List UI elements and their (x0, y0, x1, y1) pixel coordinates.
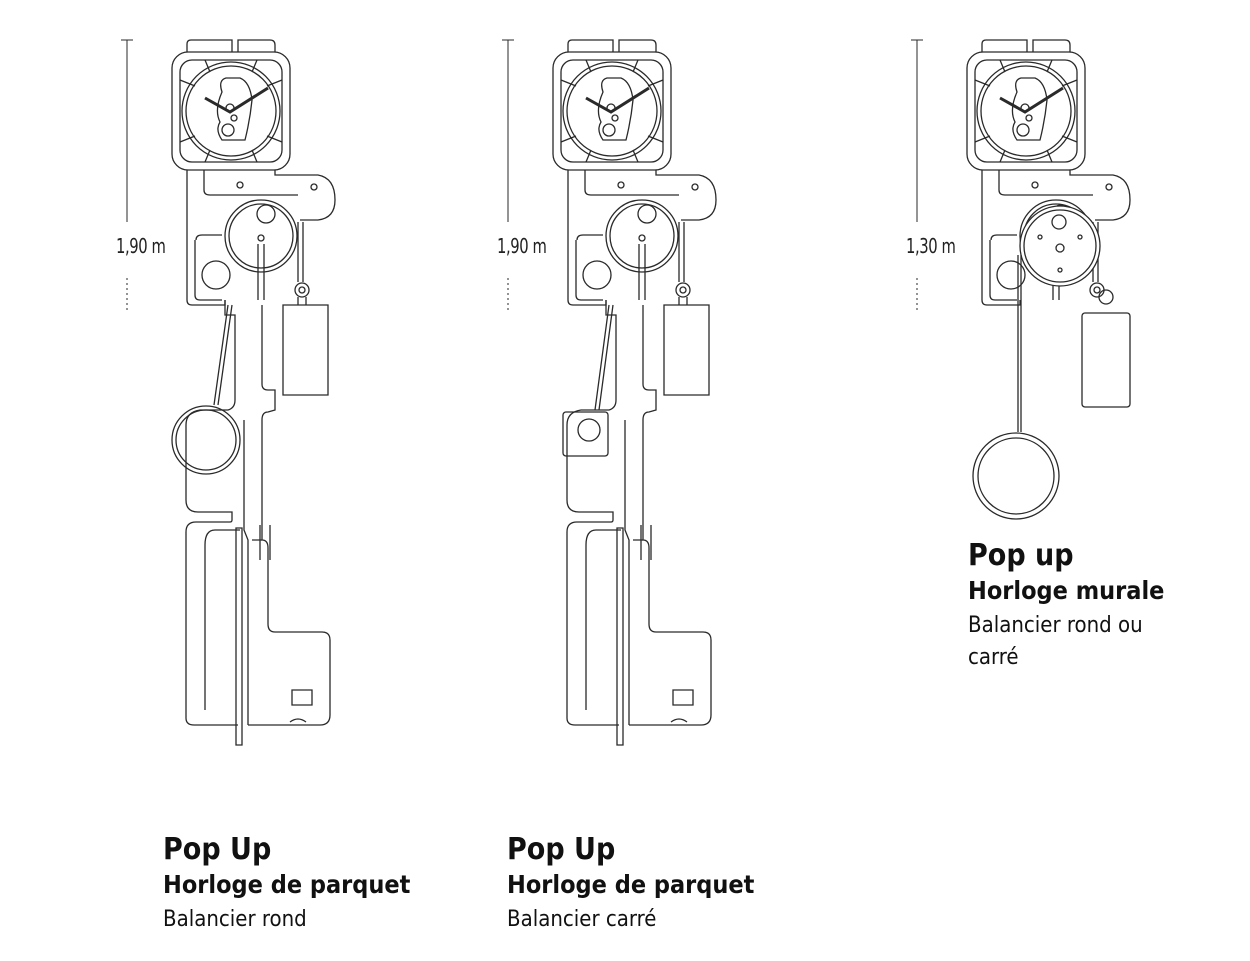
pendulum-rod (594, 304, 614, 411)
height-label: 1,90 m (116, 234, 166, 258)
weight (1081, 312, 1131, 408)
clock-drawing-floor-square (551, 38, 718, 746)
model-title: Pop up (968, 538, 1074, 573)
square-pendulum (562, 411, 609, 457)
model-description: Balancier carré (507, 907, 657, 932)
model-subtitle: Horloge de parquet (507, 870, 755, 899)
pendulum-rod (213, 304, 233, 406)
caption-model-3: Pop up Horloge murale Balancier rond ou … (968, 541, 1193, 674)
model-title: Pop Up (507, 832, 616, 867)
model-description: Balancier rond ou carré (968, 613, 1143, 670)
caption-model-1: Pop Up Horloge de parquet Balancier rond (163, 835, 410, 936)
model-subtitle: Horloge murale (968, 576, 1165, 605)
height-label: 1,90 m (497, 234, 547, 258)
height-dimension-lines (121, 39, 923, 310)
clock-drawing-wall (965, 38, 1132, 520)
height-label: 1,30 m (906, 234, 956, 258)
model-subtitle: Horloge de parquet (163, 870, 411, 899)
round-pendulum (171, 405, 241, 475)
clock-drawing-floor-round (170, 38, 337, 746)
model-title: Pop Up (163, 832, 272, 867)
pendulum-rod (1017, 255, 1022, 432)
round-pendulum (972, 432, 1060, 520)
model-description: Balancier rond (163, 907, 307, 932)
caption-model-2: Pop Up Horloge de parquet Balancier carr… (507, 835, 754, 936)
